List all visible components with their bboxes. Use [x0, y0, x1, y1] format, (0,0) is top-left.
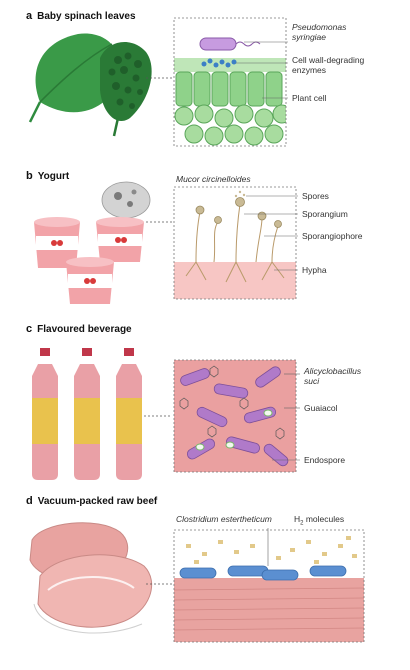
panel-b-zoom-frame [173, 186, 297, 300]
spinach-leaves-illustration [28, 33, 152, 137]
hypha-label: Hypha [302, 265, 327, 275]
panel-c-letter: c [26, 323, 33, 335]
clostridium-label: Clostridium estertheticum [176, 514, 272, 524]
beverage-bottles-illustration [32, 348, 142, 480]
panel-c-zoom-frame [173, 359, 297, 473]
enzymes-label: Cell wall-degrading enzymes [292, 55, 364, 75]
panel-d-title-text: Vacuum-packed raw beef [37, 496, 158, 507]
beef-zoom [174, 530, 364, 642]
pseudomonas-label-line1: Pseudomonas [292, 22, 347, 32]
enzymes-label-line1: Cell wall-degrading [292, 55, 365, 65]
enzymes-label-line2: enzymes [292, 65, 327, 75]
yogurt-cups-illustration [34, 181, 151, 304]
panel-d-letter: d [26, 495, 33, 507]
pseudomonas-label-line2: syringiae [292, 32, 327, 42]
panel-d-title: d Vacuum-packed raw beef [26, 495, 157, 507]
sporangium-label: Sporangium [302, 209, 348, 219]
panel-b-letter: b [26, 170, 33, 182]
spores-label: Spores [302, 191, 329, 201]
pseudomonas-label: Pseudomonas syringiae [292, 22, 346, 42]
plant-tissue-zoom [174, 18, 286, 146]
beef-packages-illustration [29, 522, 153, 634]
h2-molecules-label: H2 molecules [294, 514, 344, 529]
panel-c-title: c Flavoured beverage [26, 323, 132, 335]
panel-b-title-text: Yogurt [37, 171, 70, 182]
panel-c-title-text: Flavoured beverage [37, 324, 132, 335]
alicyclobacillus-label: Alicyclobacillus suci [304, 366, 361, 386]
alicyclobacillus-label-line1: Alicyclobacillus [304, 366, 362, 376]
h2-molecules-suffix: molecules [303, 514, 345, 524]
panel-a-title: a Baby spinach leaves [26, 10, 136, 22]
mucor-label: Mucor circinelloides [176, 174, 251, 184]
panel-b-title: b Yogurt [26, 170, 69, 182]
panel-a-title-text: Baby spinach leaves [37, 11, 136, 22]
h2-molecules-subscript: 2 [300, 520, 304, 527]
guaiacol-label: Guaiacol [304, 403, 338, 413]
h2-molecules-prefix: H [294, 514, 301, 524]
panel-a-zoom-frame [173, 17, 287, 147]
sporangiophore-label: Sporangiophore [302, 231, 363, 241]
alicyclobacillus-label-line2: suci [304, 376, 320, 386]
bacteria-zoom [174, 360, 296, 472]
panel-d-zoom-frame [173, 529, 365, 643]
plant-cell-label: Plant cell [292, 93, 327, 103]
endospore-label: Endospore [304, 455, 346, 465]
mould-zoom [174, 187, 296, 299]
panel-a-letter: a [26, 10, 33, 22]
